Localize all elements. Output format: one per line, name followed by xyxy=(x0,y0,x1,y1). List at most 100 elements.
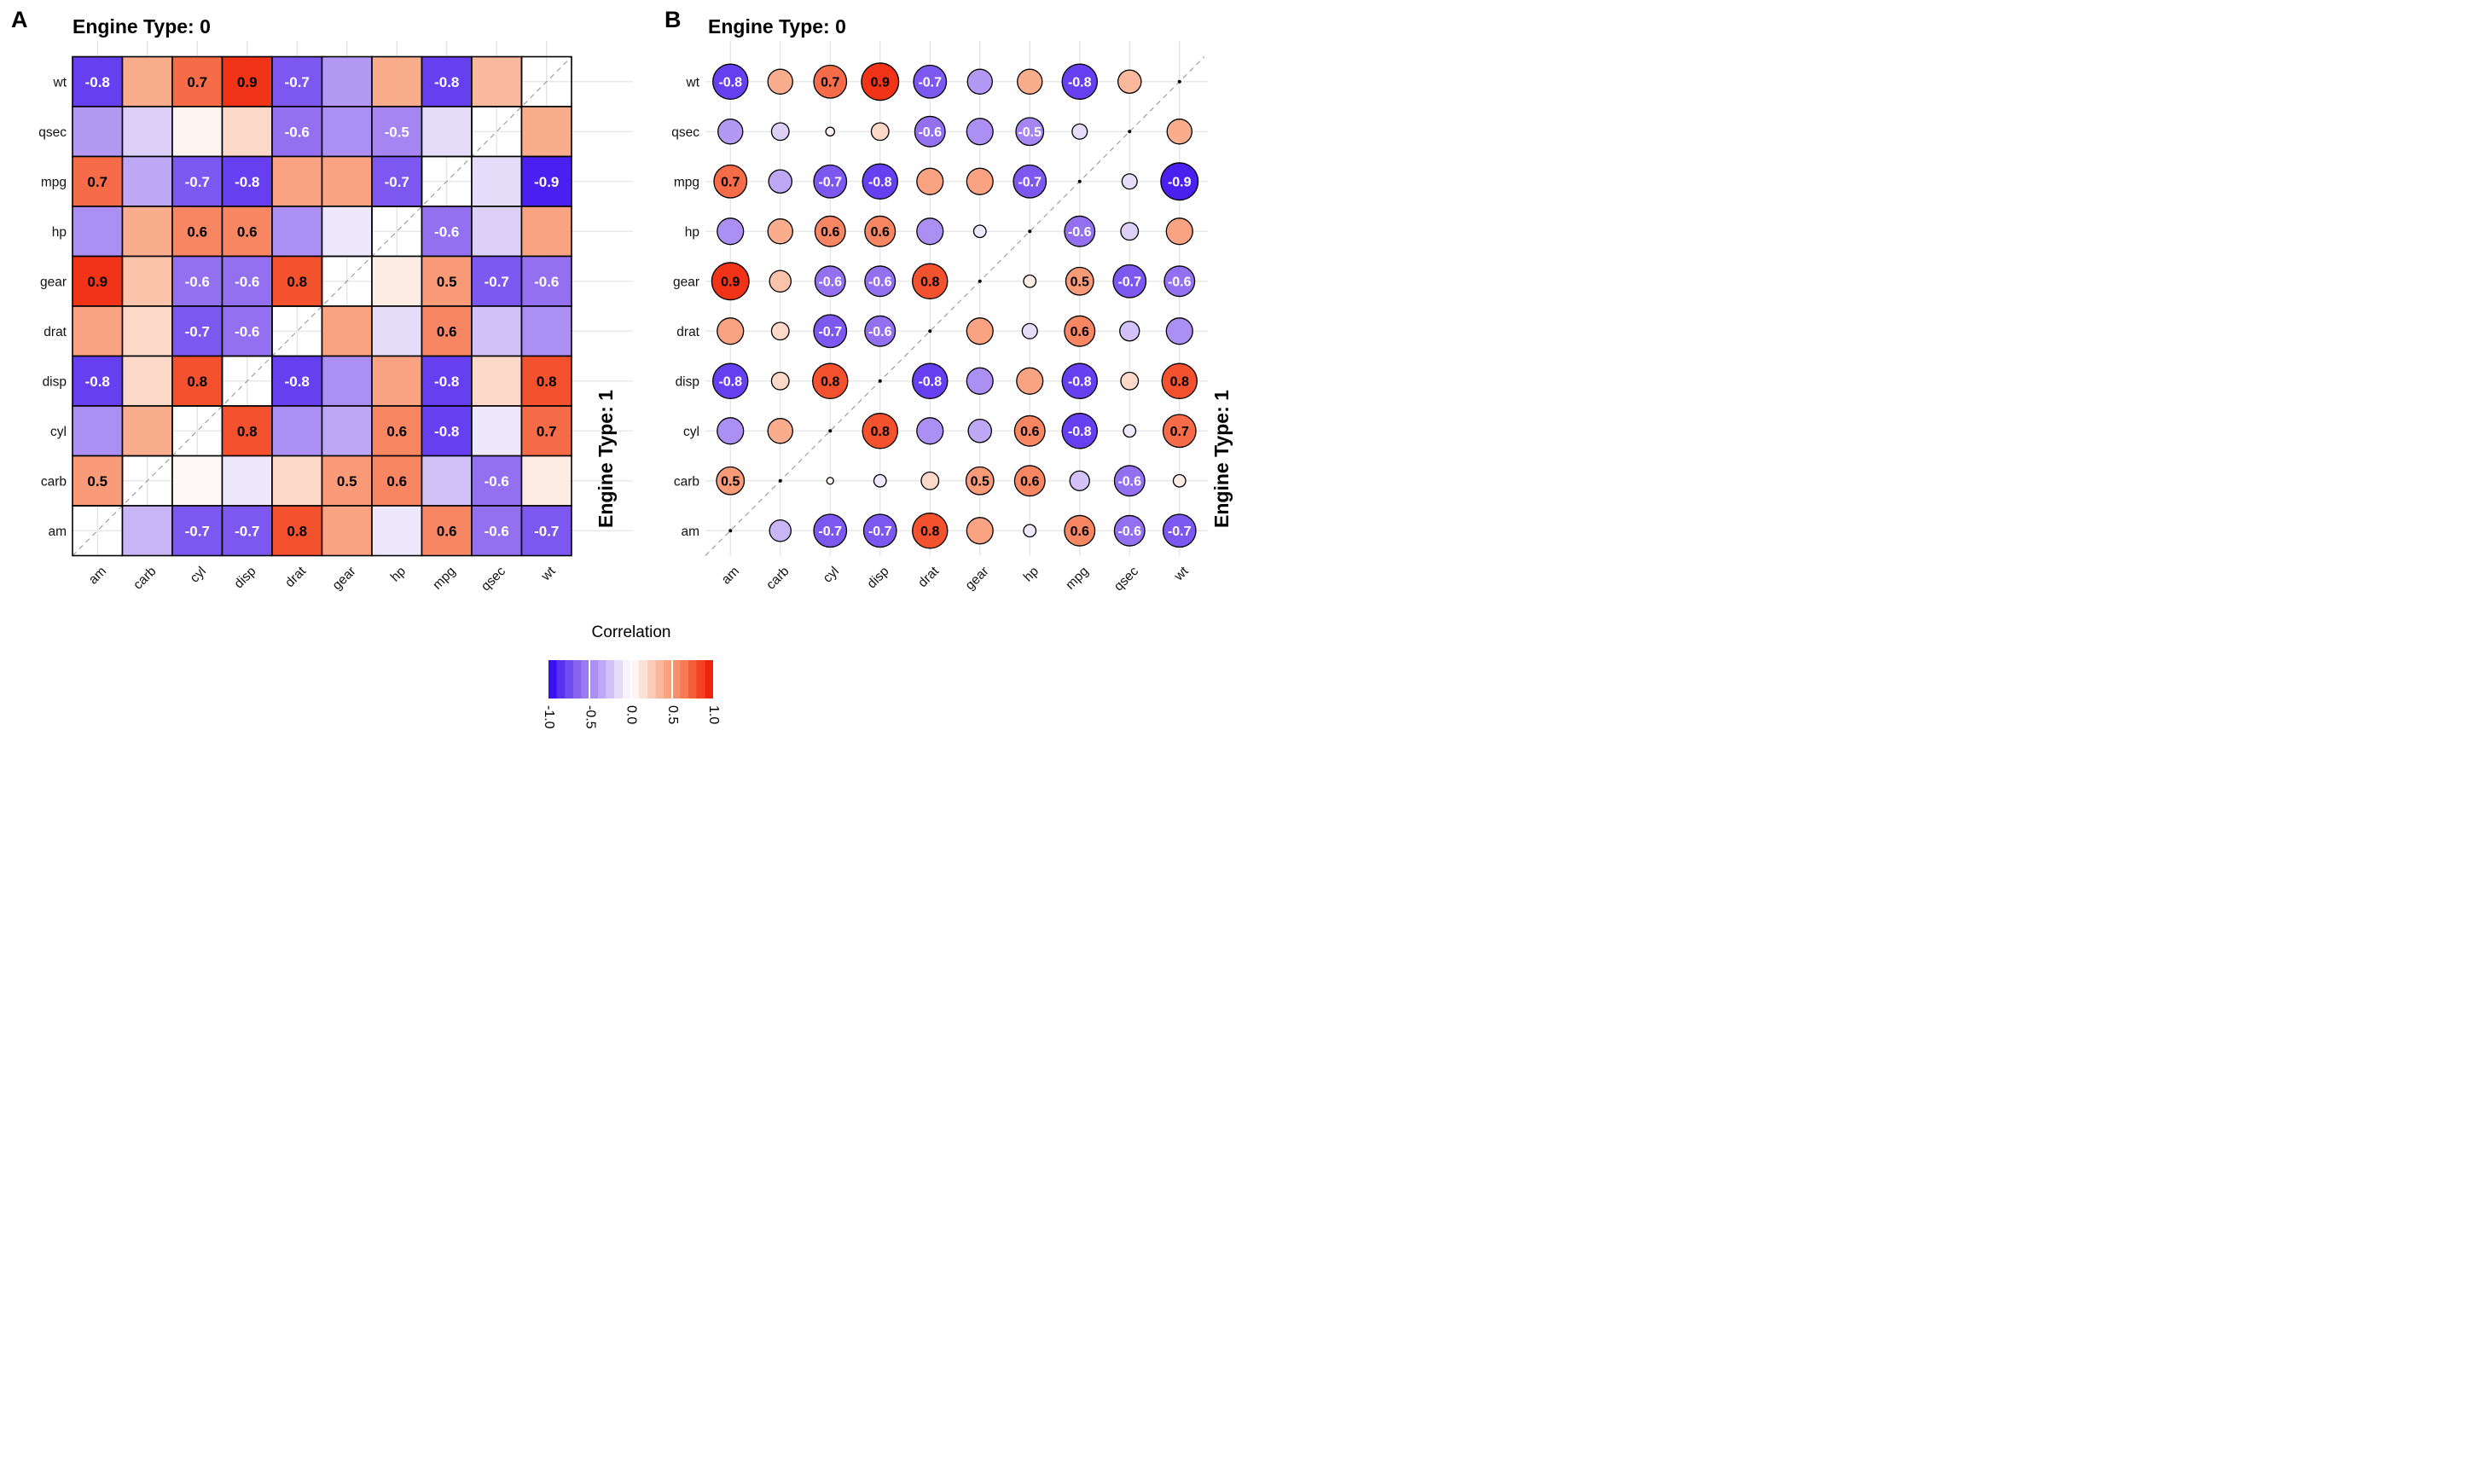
panel-b-corr-value-label: -0.6 xyxy=(1068,225,1092,240)
panel-a-corr-cell xyxy=(520,155,572,207)
panel-b-corr-bubble xyxy=(912,513,949,549)
panel-b-corr-bubble xyxy=(1123,424,1137,438)
panel-b-diagonal-dot xyxy=(1028,229,1032,234)
panel-b-y-axis-label: cyl xyxy=(683,425,699,439)
legend-tick-mark xyxy=(630,660,632,699)
panel-a-corr-value-label: 0.5 xyxy=(337,473,357,490)
legend-tick-mark xyxy=(589,660,591,699)
panel-b-corr-bubble xyxy=(870,122,890,142)
panel-b-corr-bubble xyxy=(769,519,792,542)
panel-b-corr-bubble xyxy=(717,119,744,145)
panel-b-corr-value-label: -0.6 xyxy=(1117,474,1141,489)
panel-b-corr-bubble xyxy=(966,517,994,545)
panel-a-corr-cell xyxy=(171,255,223,307)
panel-b-corr-bubble xyxy=(965,466,995,496)
panel-a-corr-cell xyxy=(221,206,273,258)
panel-b-corr-bubble xyxy=(825,126,836,137)
panel-a-corr-cell xyxy=(121,405,173,457)
panel-a-corr-cell xyxy=(72,405,124,457)
panel-a-corr-value-label: -0.7 xyxy=(285,74,310,90)
panel-a-corr-cell xyxy=(221,505,273,557)
panel-b-corr-bubble xyxy=(1015,117,1045,147)
panel-a-corr-cell xyxy=(121,305,173,357)
panel-a-corr-cell xyxy=(271,255,323,307)
panel-b-corr-bubble xyxy=(1160,162,1199,201)
panel-b-corr-bubble xyxy=(1165,217,1193,246)
panel-a-y-axis-label: drat xyxy=(44,325,67,339)
panel-b-corr-value-label: -0.7 xyxy=(818,175,842,189)
panel-a-corr-value-label: -0.9 xyxy=(534,174,559,190)
panel-b-corr-value-label: -0.6 xyxy=(918,125,942,140)
panel-b-corr-value-label: -0.6 xyxy=(1168,275,1192,289)
panel-b-letter: B xyxy=(664,7,682,32)
panel-b-y-axis-label: gear xyxy=(673,275,699,289)
panel-b-corr-bubble xyxy=(1065,266,1094,296)
panel-a-corr-value-label: 0.8 xyxy=(237,423,258,439)
panel-a-corr-cell xyxy=(221,405,273,457)
panel-b-corr-value-label: 0.5 xyxy=(971,474,989,489)
panel-b-corr-bubble xyxy=(862,163,898,200)
panel-b-corr-bubble xyxy=(862,513,897,548)
panel-a-x-axis-label: carb xyxy=(131,564,159,592)
panel-b-corr-bubble xyxy=(966,317,994,345)
panel-b-corr-bubble xyxy=(1017,68,1043,95)
panel-a-y-axis-label: am xyxy=(48,525,67,539)
panel-b-corr-bubble xyxy=(1013,164,1047,199)
panel-b-corr-value-label: -0.6 xyxy=(868,275,892,289)
panel-b-corr-bubble xyxy=(873,473,887,488)
panel-b-corr-value-label: -0.7 xyxy=(868,525,892,539)
panel-a-corr-value-label: 0.8 xyxy=(537,374,557,390)
panel-b-corr-value-label: 0.9 xyxy=(871,75,890,90)
panel-b-corr-bubble xyxy=(1162,414,1197,449)
panel-b-corr-bubble xyxy=(1023,524,1037,538)
panel-a-corr-cell xyxy=(520,206,572,258)
panel-a-corr-cell xyxy=(72,106,124,158)
panel-b-corr-value-label: 0.6 xyxy=(1071,325,1089,339)
panel-a-corr-value-label: 0.7 xyxy=(537,423,557,439)
panel-b-corr-bubble xyxy=(1061,413,1098,449)
panel-a-corr-cell xyxy=(121,106,173,158)
panel-b-corr-bubble xyxy=(1013,465,1046,497)
panel-b-corr-bubble xyxy=(864,265,897,298)
panel-b-corr-value-label: 0.6 xyxy=(1020,474,1039,489)
panel-b-corr-value-label: 0.9 xyxy=(721,275,740,289)
panel-b-y-axis-label: am xyxy=(681,525,699,539)
legend-tick-label: 0.5 xyxy=(664,705,680,725)
panel-a-corr-value-label: -0.6 xyxy=(485,523,509,539)
panel-b-corr-bubble xyxy=(813,314,848,349)
panel-a-corr-value-label: 0.9 xyxy=(237,74,258,90)
panel-a-corr-value-label: 0.6 xyxy=(437,523,457,539)
panel-a-corr-cell xyxy=(271,455,323,507)
panel-a-corr-value-label: -0.8 xyxy=(85,74,110,90)
panel-a-y-axis-label: hp xyxy=(52,225,67,240)
panel-b-corr-value-label: 0.7 xyxy=(821,75,839,90)
panel-a-corr-cell xyxy=(421,106,473,158)
panel-a-x-axis-label: cyl xyxy=(188,564,209,585)
panel-b-corr-bubble xyxy=(1064,514,1096,547)
panel-b-corr-bubble xyxy=(717,417,745,445)
panel-b-corr-bubble xyxy=(712,63,749,100)
panel-a-corr-cell xyxy=(321,206,373,258)
panel-b-y-axis-label: carb xyxy=(674,474,699,489)
panel-a-corr-cell xyxy=(421,405,473,457)
panel-a-corr-cell xyxy=(371,355,423,407)
panel-a-corr-cell xyxy=(321,155,373,207)
panel-b-corr-bubble xyxy=(767,68,793,95)
panel-a-corr-cell xyxy=(121,255,173,307)
panel-a-corr-cell xyxy=(520,106,572,158)
panel-a-corr-cell xyxy=(221,455,273,507)
panel-b-x-axis-label: disp xyxy=(864,564,891,591)
panel-a-corr-cell xyxy=(520,305,572,357)
panel-a-corr-cell xyxy=(72,355,124,407)
panel-b-corr-value-label: -0.6 xyxy=(1117,525,1141,539)
panel-a-x-axis-label: disp xyxy=(231,564,258,591)
panel-a-corr-cell xyxy=(471,255,523,307)
panel-a-corr-value-label: -0.7 xyxy=(235,523,259,539)
panel-b-corr-value-label: -0.8 xyxy=(1068,374,1092,389)
panel-a-x-axis-label: hp xyxy=(388,564,409,584)
panel-b-corr-value-label: 0.7 xyxy=(1170,425,1189,439)
panel-b-corr-bubble xyxy=(864,315,897,347)
panel-b-corr-bubble xyxy=(716,466,746,496)
panel-b-diagonal-dot xyxy=(878,379,882,383)
